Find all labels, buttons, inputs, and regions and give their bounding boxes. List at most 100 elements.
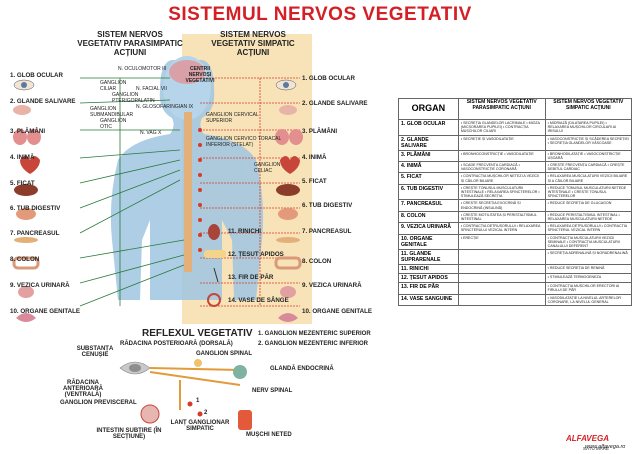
- blood-vessel-icon: [207, 293, 221, 307]
- label-radacina-post: RĂDACINA POSTERIOARĂ (DORSALĂ): [120, 341, 233, 347]
- label-g-spinal: GANGLION SPINAL: [196, 351, 253, 357]
- row-organ: 2. GLANDE SALIVARE: [398, 134, 459, 151]
- organ-left-5: 5. FICAT: [10, 180, 35, 187]
- simpatic-header-line3: ACȚIUNI: [236, 48, 270, 57]
- table-header-simpatic: SISTEM NERVOS VEGETATIV SIMPATIC ACȚIUNI: [544, 98, 633, 120]
- label-g-otic: GANGLION OTIC: [100, 118, 127, 130]
- row-simpatic: • CREȘTE FRECVENȚA CARDIACĂ • CREȘTE DEB…: [544, 160, 633, 174]
- genital-organ-icon: [278, 313, 298, 322]
- row-organ: 11. RINICHI: [398, 264, 459, 275]
- organ-left-1: 1. GLOB OCULAR: [10, 72, 63, 79]
- organ-left-4: 4. INIMĂ: [10, 154, 35, 161]
- row-simpatic: • REDUCE PERISTALTISMUL INTESTINAL • REL…: [544, 210, 633, 224]
- salivary-gland-icon: [279, 105, 297, 115]
- row-organ: 5. FICAT: [398, 172, 459, 185]
- row-parasimpatic: [457, 264, 546, 275]
- organ-right-1: 1. GLOB OCULAR: [302, 75, 355, 82]
- organ-left-6: 6. TUB DIGESTIV: [10, 205, 61, 212]
- row-parasimpatic: • CREȘTE TONUSUL MUSCULATURII INTESTINAL…: [457, 183, 546, 201]
- brain: [169, 60, 205, 84]
- row-organ: 10. ORGANE GENITALE: [398, 233, 459, 251]
- smooth-muscle: [238, 410, 252, 430]
- salivary-gland-icon: [13, 105, 31, 115]
- label-g-ptery: GANGLION PTERIGOPALATIN: [112, 92, 155, 104]
- label-substanta: SUBSTANȚA CENUȘIE: [76, 346, 114, 358]
- footer-url: www.alfavega.ro: [585, 444, 626, 450]
- table-row: 11. RINICHI• REDUCE SECREȚIA DE RENINĂ: [398, 264, 633, 275]
- organ-right-2: 2. GLANDE SALIVARE: [302, 100, 368, 107]
- heart-icon: [280, 156, 300, 174]
- reflex-legend-2: 2. GANGLION MEZENTERIC INFERIOR: [258, 341, 369, 347]
- organ-left-10: 10. ORGANE GENITALE: [10, 308, 81, 315]
- row-organ: 1. GLOB OCULAR: [398, 119, 459, 136]
- table-row: 10. ORGANE GENITALE• ERECȚIE• CONTRACȚIA…: [398, 233, 633, 251]
- pancreas-icon: [276, 237, 300, 243]
- marker-2: 2: [204, 410, 208, 416]
- row-simpatic: • VASODILATAȚIE LA NIVELUL ARTERELOR COR…: [544, 293, 633, 307]
- label-lant: LANȚ GANGLIONAR SIMPATIC: [170, 420, 230, 432]
- table-row: 5. FICAT• CONTRACȚIA MUȘCHILOR NETEZI A …: [398, 172, 633, 185]
- row-organ: 3. PLĂMÂNI: [398, 149, 459, 163]
- organ-right-7: 7. PANCREASUL: [302, 228, 352, 235]
- simpatic-header: SISTEM NERVOS VEGETATIV SIMPATIC ACȚIUNI: [198, 30, 308, 57]
- label-g-cerv: GANGLION CERVICAL SUPERIOR: [206, 112, 259, 124]
- colon-icon: [12, 256, 40, 270]
- row-simpatic: • REDUCE SECREȚIA DE GLUCAGON: [544, 199, 633, 212]
- table-header-organ: ORGAN: [398, 98, 459, 120]
- kidney-icon: [208, 224, 220, 240]
- colon-icon: [274, 256, 302, 270]
- row-simpatic: • VASOCONSTRICȚIE ȘI SCĂDEREA SECREȚIEI …: [544, 134, 633, 151]
- label-n3: N. OCULOMOTOR III: [118, 66, 167, 72]
- label-g-ciliar: GANGLION CILIAR: [100, 80, 127, 92]
- organ-icons-right: [274, 79, 303, 322]
- row-simpatic: • SECREȚIA ADRENALINĂ ȘI NORADRENALINĂ: [544, 249, 633, 266]
- nerve-pathway: [149, 367, 241, 410]
- row-parasimpatic: • CREȘTE SECREȚIA EXOCRINĂ ȘI ENDOCRINĂ …: [457, 199, 546, 212]
- label-tesut: 12. ȚESUT APIDOS: [228, 251, 284, 258]
- row-organ: 11. GLANDE SUPRARENALE: [398, 249, 459, 266]
- ganglion-1: [187, 401, 193, 407]
- row-simpatic: • RELAXAREA MUSCULATURII VEZICII BILIARE…: [544, 172, 633, 185]
- organ-left-7: 7. PANCREASUL: [10, 230, 60, 237]
- row-organ: 8. COLON: [398, 210, 459, 224]
- fat-tissue-icon: [204, 250, 226, 258]
- table-row: 6. TUB DIGESTIV• CREȘTE TONUSUL MUSCULAT…: [398, 183, 633, 201]
- row-parasimpatic: [457, 293, 546, 307]
- intestine-section: [140, 404, 160, 424]
- reflex-diagram: [119, 359, 252, 430]
- row-organ: 13. FIR DE PĂR: [398, 282, 459, 295]
- organ-right-6: 6. TUB DIGESTIV: [302, 202, 353, 209]
- ganglion-2: [197, 411, 203, 417]
- sympathetic-chain: [198, 128, 202, 252]
- row-parasimpatic: [457, 249, 546, 266]
- row-organ: 7. PANCREASUL: [398, 199, 459, 212]
- row-organ: 4. INIMĂ: [398, 160, 459, 174]
- marker-1: 1: [196, 398, 200, 404]
- label-radacina-ant: RĂDACINA ANTERIOARĂ (VENTRALĂ): [63, 380, 103, 398]
- organ-left-8: 8. COLON: [10, 256, 40, 263]
- label-g-celiac: GANGLION CELIAC: [254, 162, 281, 174]
- anatomy-figure: [12, 56, 303, 322]
- row-parasimpatic: • ERECȚIE: [457, 233, 546, 251]
- row-organ: 9. VEZICA URINARĂ: [398, 222, 459, 235]
- label-vase: 14. VASE DE SÂNGE: [228, 297, 289, 304]
- row-parasimpatic: • CONTRACȚIA MUȘCHILOR NETEZI A VEZICII …: [457, 172, 546, 185]
- organ-right-9: 9. VEZICA URINARĂ: [302, 282, 362, 289]
- label-g-prev: GANGLION PREVISCERAL: [60, 400, 137, 406]
- spinal-ganglion: [194, 359, 202, 367]
- table-row: 14. VASE SANGUINE• VASODILATAȚIE LA NIVE…: [398, 293, 633, 307]
- organ-left-3: 3. PLĂMÂNI: [10, 128, 46, 135]
- table-row: 2. GLANDE SALIVARE• SECREȚIE ȘI VASODILA…: [398, 134, 633, 151]
- parasimpatic-header-line3: ACȚIUNI: [113, 48, 147, 57]
- reflex-title: REFLEXUL VEGETATIV: [142, 328, 253, 339]
- organ-right-8: 8. COLON: [302, 258, 332, 265]
- parasimpatic-header-line1: SISTEM NERVOS: [97, 30, 163, 39]
- genital-organ-icon: [16, 313, 36, 322]
- bladder-icon: [280, 286, 296, 298]
- row-simpatic: • RELAXAREA DETRUSORULUI • CONTRACȚIA SF…: [544, 222, 633, 235]
- row-parasimpatic: • CREȘTE MOTILITATEA ȘI PERISTALTISMUL I…: [457, 210, 546, 224]
- table-row: 1. GLOB OCULAR• SECREȚIA GLANDELOR LACRI…: [398, 119, 633, 136]
- label-n9: N. GLOSOFARINGIAN IX: [136, 104, 194, 110]
- organ-left-9: 9. VEZICA URINARĂ: [10, 282, 70, 289]
- label-centrii: CENTRII NERVOȘI VEGETATIVI: [185, 66, 215, 84]
